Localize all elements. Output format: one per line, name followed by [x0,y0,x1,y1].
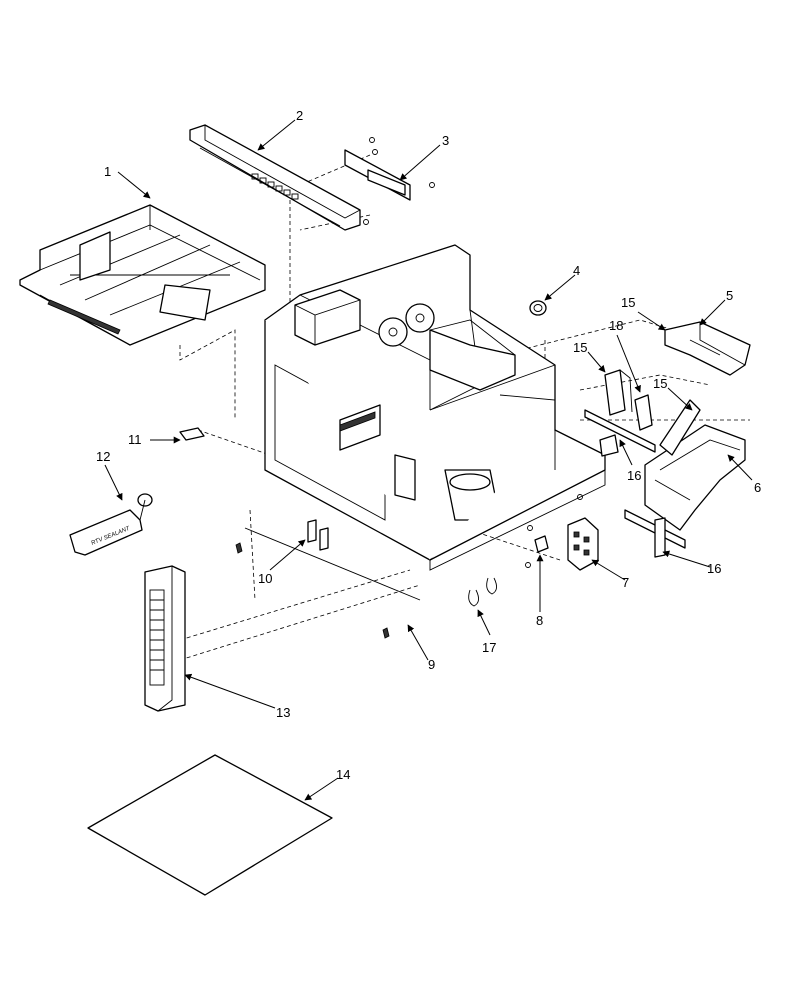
part-3-bracket [344,137,435,225]
leader-lines [104,119,753,801]
part-10-feet [307,519,329,551]
callout-2: 2 [296,108,303,123]
part-4-grommet [529,300,547,316]
callout-3: 3 [442,133,449,148]
main-cabinet [264,244,606,571]
part-7-terminal-block [567,517,599,571]
callout-6: 6 [754,480,761,495]
callout-15b: 15 [573,340,587,355]
part-15-brackets [604,369,653,431]
callout-8: 8 [536,613,543,628]
part-1-tray [19,204,266,346]
callout-15c: 15 [653,376,667,391]
part-12-sealant-tube: RTV SEALANT [69,493,153,556]
part-2-control-bar [189,124,361,231]
part-6-switch-mount [644,399,746,531]
part-14-panel [87,754,333,896]
callout-16a: 16 [627,468,641,483]
callout-15a: 15 [621,295,635,310]
callout-4: 4 [573,263,580,278]
callout-13: 13 [276,705,290,720]
part-8-connector [525,525,549,568]
callout-labels: 1 2 3 4 5 6 7 8 9 10 11 12 13 14 15 15 1… [96,108,761,782]
callout-7: 7 [622,575,629,590]
callout-14: 14 [336,767,350,782]
part-5-latch [664,321,751,376]
part-11-tab [179,427,205,441]
part-9-screws [235,494,583,639]
callout-10: 10 [258,571,272,586]
callout-17: 17 [482,640,496,655]
part-17-clips [468,577,497,607]
callout-5: 5 [726,288,733,303]
callout-18: 18 [609,318,623,333]
callout-9: 9 [428,657,435,672]
part-13-side-trim [144,565,186,712]
callout-12: 12 [96,449,110,464]
callout-1: 1 [104,164,111,179]
callout-16b: 16 [707,561,721,576]
callout-11: 11 [128,432,142,447]
